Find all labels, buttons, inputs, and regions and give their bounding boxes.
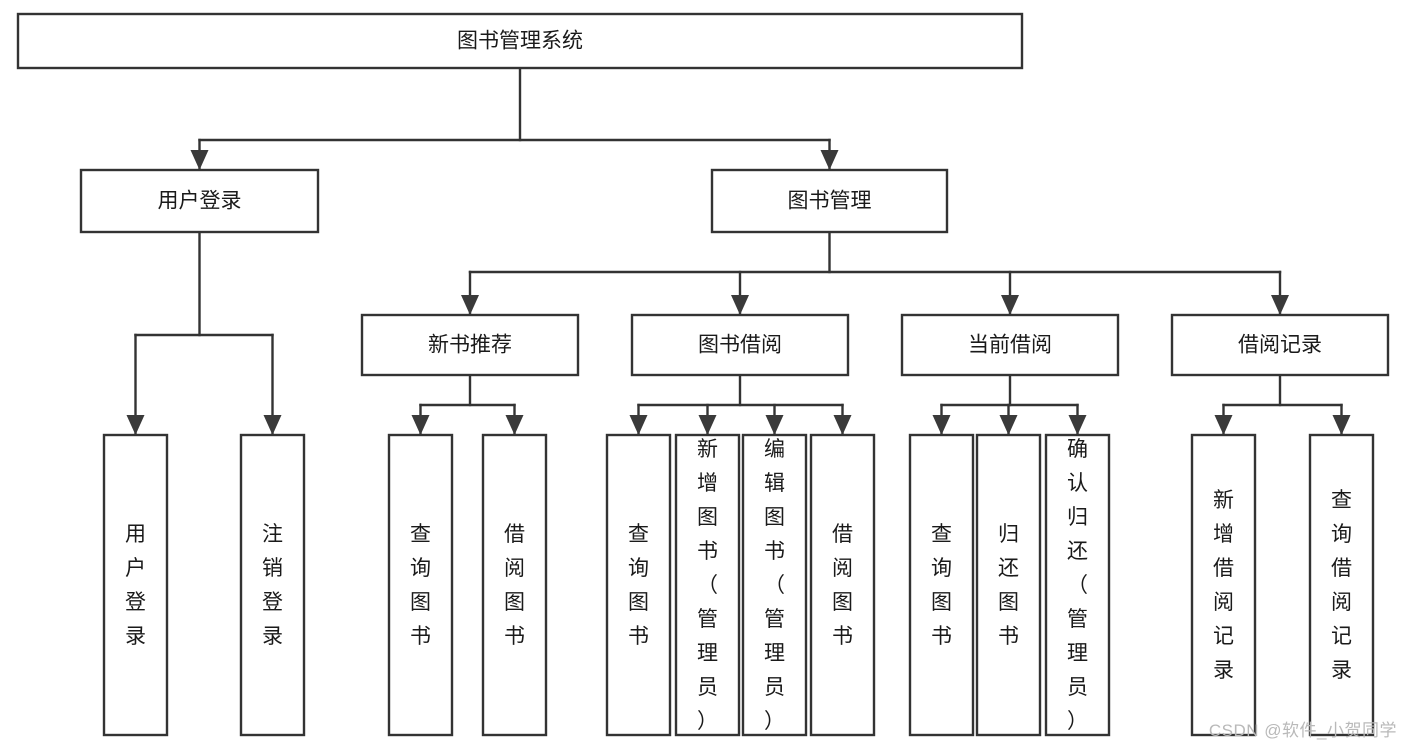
- node-box-leaf-query-book-2: [605, 433, 672, 737]
- node-label-leaf-return-book: 归还图书: [998, 523, 1019, 648]
- node-label-leaf-borrow-book-1: 借阅图书: [504, 523, 525, 648]
- node-book-management[interactable]: 图书管理: [710, 168, 949, 234]
- node-leaf-query-book-1[interactable]: 查询图书: [387, 433, 454, 737]
- node-box-leaf-add-book: [674, 433, 741, 737]
- node-label-leaf-borrow-book-2: 借阅图书: [832, 523, 853, 648]
- node-leaf-edit-book[interactable]: 编辑图书（管理员）: [741, 433, 808, 737]
- arrow-head-icon-leaf-add-record: [1214, 415, 1233, 435]
- node-label-leaf-query-book-2: 查询图书: [628, 523, 649, 648]
- arrow-head-icon-leaf-edit-book: [765, 415, 784, 435]
- node-label-new-book-recommend: 新书推荐: [428, 334, 512, 357]
- node-box-leaf-confirm-return: [1044, 433, 1111, 737]
- node-box-leaf-query-book-3: [908, 433, 975, 737]
- arrow-head-icon-leaf-logout: [263, 415, 282, 435]
- node-box-leaf-edit-book: [741, 433, 808, 737]
- arrow-head-icon-leaf-query-book-1: [411, 415, 430, 435]
- node-label-leaf-add-record: 新增借阅记录: [1213, 489, 1234, 682]
- node-leaf-add-book[interactable]: 新增图书（管理员）: [674, 433, 741, 737]
- arrow-head-icon-book-borrow: [731, 295, 749, 315]
- node-label-leaf-query-book-1: 查询图书: [410, 523, 431, 648]
- node-leaf-borrow-book-1[interactable]: 借阅图书: [481, 433, 548, 737]
- arrow-head-icon-leaf-borrow-book-1: [505, 415, 524, 435]
- node-box-leaf-borrow-book-2: [809, 433, 876, 737]
- node-box-leaf-add-record: [1190, 433, 1257, 737]
- node-book-borrow[interactable]: 图书借阅: [630, 313, 850, 377]
- node-leaf-borrow-book-2[interactable]: 借阅图书: [809, 433, 876, 737]
- node-label-current-borrow: 当前借阅: [968, 334, 1052, 357]
- arrow-head-icon-borrow-record: [1271, 295, 1289, 315]
- node-label-leaf-confirm-return: 确认归还（管理员）: [1067, 438, 1088, 733]
- node-user-login[interactable]: 用户登录: [79, 168, 320, 234]
- arrow-head-icon-current-borrow: [1001, 295, 1019, 315]
- node-box-book-management: [710, 168, 949, 234]
- node-box-undefined: [16, 12, 1024, 70]
- arrow-head-icon-leaf-confirm-return: [1068, 415, 1087, 435]
- arrow-head-icon-leaf-query-book-3: [932, 415, 951, 435]
- arrow-head-icon-book-management: [820, 150, 839, 170]
- arrow-head-icon-leaf-user-login: [126, 415, 145, 435]
- arrow-head-icon-leaf-add-book: [698, 415, 717, 435]
- node-label-leaf-query-book-3: 查询图书: [931, 523, 952, 648]
- node-label-leaf-query-record: 查询借阅记录: [1331, 489, 1352, 682]
- node-box-new-book-recommend: [360, 313, 580, 377]
- node-undefined[interactable]: 图书管理系统: [16, 12, 1024, 70]
- node-current-borrow[interactable]: 当前借阅: [900, 313, 1120, 377]
- node-leaf-add-record[interactable]: 新增借阅记录: [1190, 433, 1257, 737]
- arrow-head-icon-leaf-return-book: [999, 415, 1018, 435]
- node-box-leaf-query-book-1: [387, 433, 454, 737]
- node-borrow-record[interactable]: 借阅记录: [1170, 313, 1390, 377]
- node-label-book-borrow: 图书借阅: [698, 334, 782, 357]
- node-new-book-recommend[interactable]: 新书推荐: [360, 313, 580, 377]
- node-label-leaf-user-login: 用户登录: [125, 523, 146, 648]
- node-leaf-return-book[interactable]: 归还图书: [975, 433, 1042, 737]
- node-label-undefined: 图书管理系统: [457, 30, 583, 53]
- node-box-leaf-borrow-book-1: [481, 433, 548, 737]
- arrow-head-icon-new-book-recommend: [461, 295, 479, 315]
- arrow-head-icon-leaf-query-record: [1332, 415, 1351, 435]
- node-box-leaf-user-login: [102, 433, 169, 737]
- arrow-head-icon-user-login: [190, 150, 209, 170]
- connector-layer: [126, 66, 1351, 437]
- node-label-leaf-edit-book: 编辑图书（管理员）: [764, 438, 785, 733]
- node-box-book-borrow: [630, 313, 850, 377]
- node-leaf-query-record[interactable]: 查询借阅记录: [1308, 433, 1375, 737]
- node-box-leaf-query-record: [1308, 433, 1375, 737]
- node-box-leaf-logout: [239, 433, 306, 737]
- node-leaf-query-book-2[interactable]: 查询图书: [605, 433, 672, 737]
- arrow-head-icon-leaf-borrow-book-2: [833, 415, 852, 435]
- arrow-head-icon-leaf-query-book-2: [629, 415, 648, 435]
- node-box-user-login: [79, 168, 320, 234]
- node-label-book-management: 图书管理: [788, 190, 872, 213]
- node-box-current-borrow: [900, 313, 1120, 377]
- node-label-user-login: 用户登录: [158, 190, 242, 213]
- node-leaf-user-login[interactable]: 用户登录: [102, 433, 169, 737]
- node-leaf-query-book-3[interactable]: 查询图书: [908, 433, 975, 737]
- node-label-borrow-record: 借阅记录: [1238, 334, 1322, 357]
- node-leaf-logout[interactable]: 注销登录: [239, 433, 306, 737]
- node-leaf-confirm-return[interactable]: 确认归还（管理员）: [1044, 433, 1111, 737]
- node-layer: 图书管理系统用户登录图书管理新书推荐图书借阅当前借阅借阅记录用户登录注销登录查询…: [16, 12, 1390, 737]
- node-box-borrow-record: [1170, 313, 1390, 377]
- node-box-leaf-return-book: [975, 433, 1042, 737]
- node-label-leaf-logout: 注销登录: [262, 523, 283, 648]
- node-label-leaf-add-book: 新增图书（管理员）: [697, 438, 718, 733]
